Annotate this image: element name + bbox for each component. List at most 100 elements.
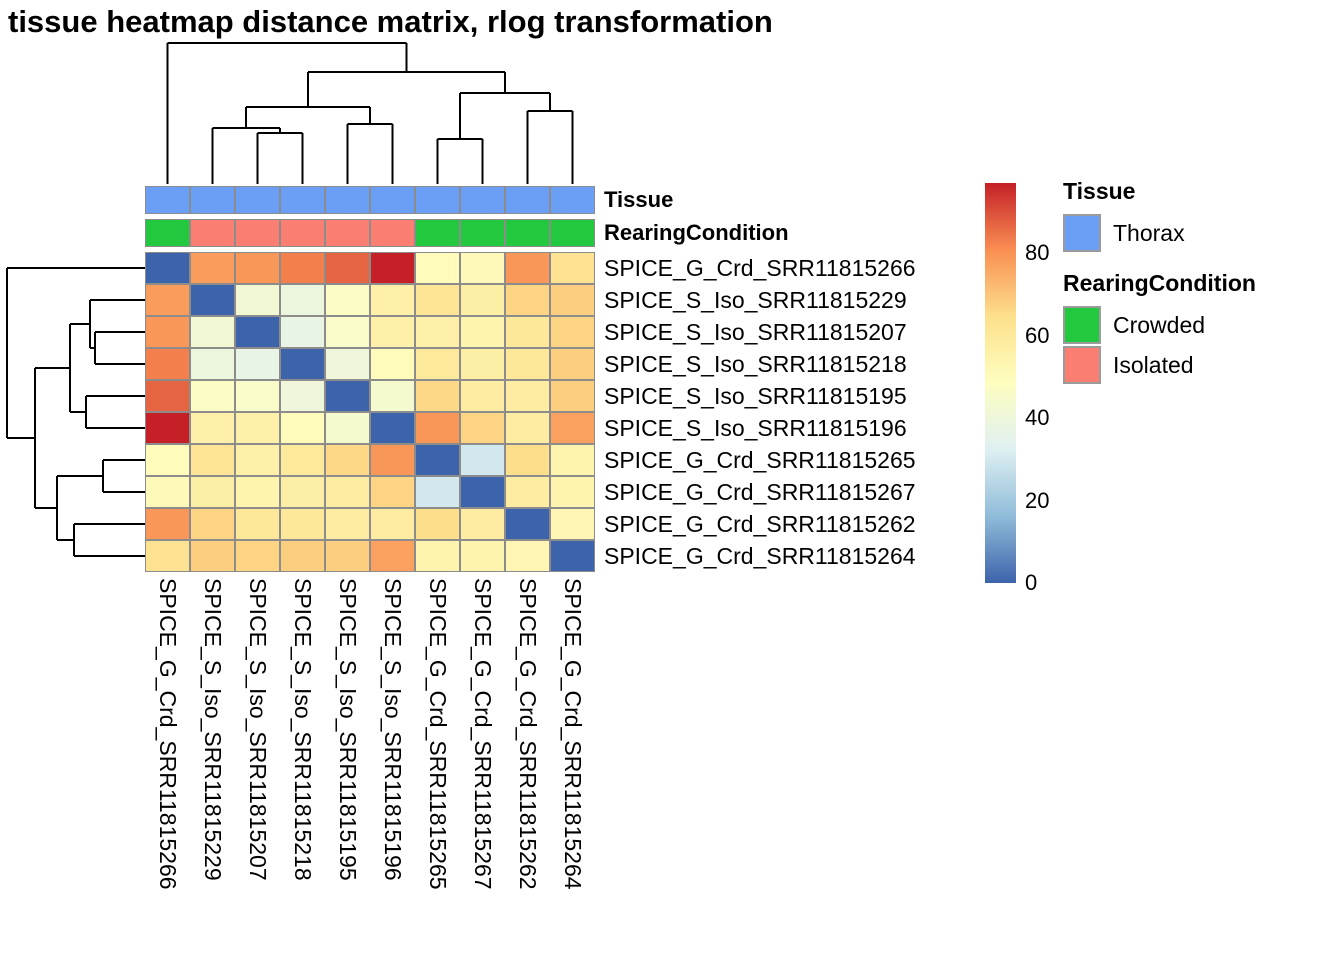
heatmap-cell xyxy=(280,380,325,412)
heatmap-cell xyxy=(370,444,415,476)
row-label: SPICE_G_Crd_SRR11815265 xyxy=(604,447,916,473)
heatmap-cell xyxy=(190,444,235,476)
legend-label-crowded: Crowded xyxy=(1113,311,1206,338)
column-label: SPICE_G_Crd_SRR11815267 xyxy=(470,578,496,890)
heatmap-cell xyxy=(370,412,415,444)
left-dendrogram xyxy=(6,267,145,557)
heatmap-cell xyxy=(235,252,280,284)
heatmap-cell xyxy=(370,540,415,572)
rearing-condition-annotation-bar xyxy=(145,219,595,247)
row-label: SPICE_G_Crd_SRR11815264 xyxy=(604,543,916,569)
heatmap-cell xyxy=(235,348,280,380)
legend-group-tissue: Tissue Thorax xyxy=(1063,178,1185,253)
heatmap-cell xyxy=(325,412,370,444)
heatmap-cell xyxy=(145,540,190,572)
heatmap-matrix xyxy=(145,252,595,572)
annotation-cell xyxy=(280,186,325,214)
crowded-color-swatch xyxy=(1063,306,1101,344)
heatmap-cell xyxy=(280,316,325,348)
heatmap-cell xyxy=(415,508,460,540)
legend-group-rearing-condition: RearingCondition Crowded Isolated xyxy=(1063,270,1256,385)
tissue-annotation-bar xyxy=(145,186,595,214)
heatmap-cell xyxy=(415,444,460,476)
heatmap-cell xyxy=(190,540,235,572)
heatmap-cell xyxy=(550,316,595,348)
heatmap-cell xyxy=(550,252,595,284)
heatmap-cell xyxy=(325,252,370,284)
heatmap-cell xyxy=(235,540,280,572)
heatmap-cell xyxy=(370,284,415,316)
annotation-cell xyxy=(460,186,505,214)
heatmap-cell xyxy=(550,348,595,380)
heatmap-cell xyxy=(460,380,505,412)
heatmap-cell xyxy=(325,316,370,348)
heatmap-cell xyxy=(550,476,595,508)
heatmap-cell xyxy=(460,444,505,476)
heatmap-cell xyxy=(280,412,325,444)
legend-item-crowded: Crowded xyxy=(1063,305,1256,345)
annotation-cell xyxy=(415,186,460,214)
column-label: SPICE_S_Iso_SRR11815195 xyxy=(335,578,361,881)
heatmap-cell xyxy=(190,284,235,316)
heatmap-cell xyxy=(145,252,190,284)
annotation-cell xyxy=(505,219,550,247)
heatmap-cell xyxy=(145,476,190,508)
column-label: SPICE_G_Crd_SRR11815266 xyxy=(155,578,181,890)
annotation-cell xyxy=(550,219,595,247)
annotation-cell xyxy=(325,186,370,214)
heatmap-cell xyxy=(550,284,595,316)
row-label: SPICE_G_Crd_SRR11815267 xyxy=(604,479,916,505)
heatmap-cell xyxy=(415,348,460,380)
heatmap-cell xyxy=(235,412,280,444)
heatmap-cell xyxy=(190,476,235,508)
heatmap-cell xyxy=(280,508,325,540)
heatmap-cell xyxy=(460,348,505,380)
legend-item-isolated: Isolated xyxy=(1063,345,1256,385)
heatmap-cell xyxy=(235,476,280,508)
annotation-cell xyxy=(145,219,190,247)
annotation-cell xyxy=(145,186,190,214)
heatmap-cell xyxy=(325,540,370,572)
heatmap-cell xyxy=(415,380,460,412)
heatmap-cell xyxy=(550,380,595,412)
heatmap-cell xyxy=(235,444,280,476)
heatmap-cell xyxy=(325,476,370,508)
heatmap-cell xyxy=(280,444,325,476)
heatmap-cell xyxy=(505,348,550,380)
annotation-cell xyxy=(280,219,325,247)
heatmap-cell xyxy=(145,444,190,476)
tissue-annotation-label: Tissue xyxy=(604,187,674,212)
heatmap-cell xyxy=(280,252,325,284)
heatmap-cell xyxy=(550,444,595,476)
row-label: SPICE_S_Iso_SRR11815229 xyxy=(604,287,907,313)
heatmap-cell xyxy=(370,252,415,284)
heatmap-cell xyxy=(370,508,415,540)
heatmap-cell xyxy=(505,444,550,476)
column-label: SPICE_S_Iso_SRR11815196 xyxy=(380,578,406,881)
heatmap-cell xyxy=(460,476,505,508)
colorbar-tick-label: 80 xyxy=(1025,240,1050,266)
heatmap-cell xyxy=(505,380,550,412)
heatmap-cell xyxy=(235,380,280,412)
heatmap-cell xyxy=(505,316,550,348)
annotation-cell xyxy=(235,186,280,214)
heatmap-cell xyxy=(370,316,415,348)
annotation-cell xyxy=(190,219,235,247)
legend-label-thorax: Thorax xyxy=(1113,219,1185,246)
heatmap-cell xyxy=(460,412,505,444)
heatmap-cell xyxy=(190,348,235,380)
row-label: SPICE_S_Iso_SRR11815207 xyxy=(604,319,907,345)
heatmap-cell xyxy=(190,316,235,348)
heatmap-cell xyxy=(505,252,550,284)
heatmap-cell xyxy=(460,540,505,572)
annotation-cell xyxy=(415,219,460,247)
heatmap-cell xyxy=(550,412,595,444)
row-label: SPICE_S_Iso_SRR11815196 xyxy=(604,415,907,441)
legend-title-rearing-condition: RearingCondition xyxy=(1063,270,1256,296)
heatmap-cell xyxy=(460,284,505,316)
heatmap-cell xyxy=(460,316,505,348)
heatmap-cell xyxy=(145,316,190,348)
annotation-cell xyxy=(460,219,505,247)
